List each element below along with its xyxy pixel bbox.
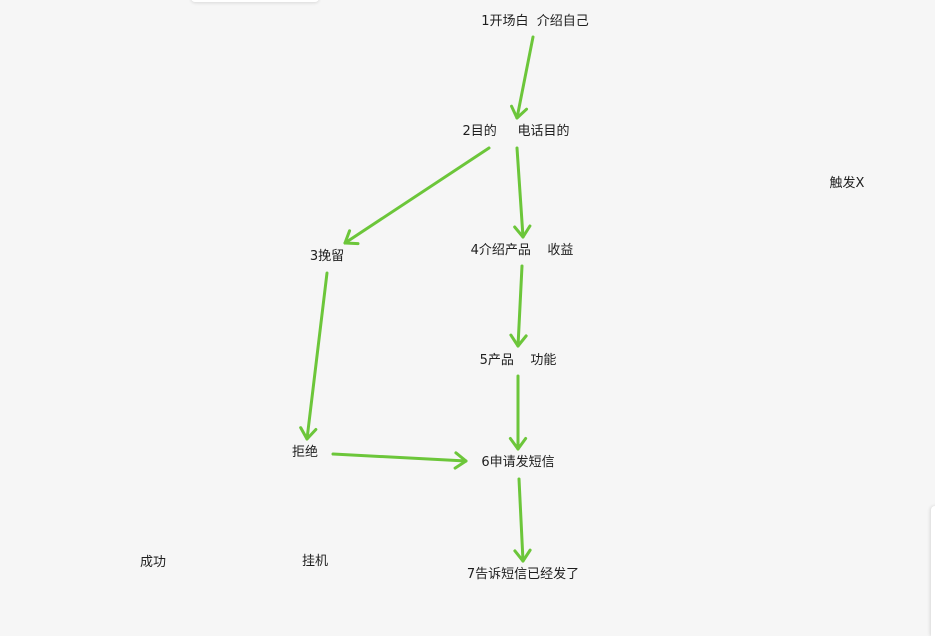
top-toolbar-panel <box>191 0 319 2</box>
node-success[interactable]: 成功 <box>139 555 167 570</box>
node-6-request-sms[interactable]: 6申请发短信 <box>481 455 555 470</box>
node-3-retain[interactable]: 3挽留 <box>309 249 345 264</box>
arrow-refuse-to-n6[interactable] <box>331 451 468 470</box>
node-1-opening[interactable]: 1开场白 介绍自己 <box>481 14 589 29</box>
node-trigger-x[interactable]: 触发X <box>829 176 865 191</box>
arrow-n3-to-refuse[interactable] <box>299 271 329 441</box>
arrow-n2-to-n4[interactable] <box>513 146 532 239</box>
arrow-n4-to-n5[interactable] <box>509 264 528 348</box>
arrow-n1-to-n2[interactable] <box>510 35 535 120</box>
side-panel-edge <box>931 506 935 636</box>
node-5-product-features[interactable]: 5产品 功能 <box>479 353 557 368</box>
node-7-sms-sent[interactable]: 7告诉短信已经发了 <box>466 567 580 582</box>
node-hangup[interactable]: 挂机 <box>301 554 329 569</box>
arrow-n2-to-n3[interactable] <box>343 146 491 246</box>
node-refuse[interactable]: 拒绝 <box>291 445 319 460</box>
arrow-n6-to-n7[interactable] <box>513 477 532 563</box>
node-2-purpose[interactable]: 2目的 电话目的 <box>462 124 570 139</box>
node-4-product-intro[interactable]: 4介绍产品 收益 <box>470 243 574 258</box>
arrow-n5-to-n6[interactable] <box>508 374 528 451</box>
